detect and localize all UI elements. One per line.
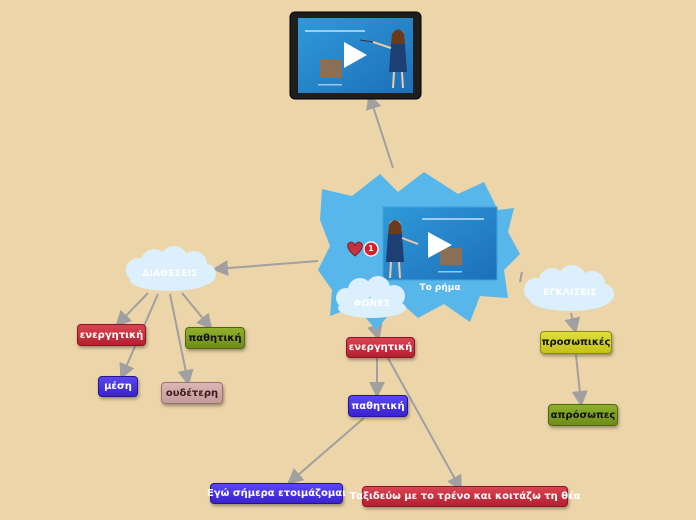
node-prosopikes[interactable]: προσωπικές <box>540 331 612 354</box>
cloud-fones[interactable] <box>336 276 406 318</box>
node-example-pathitiki[interactable]: Εγώ σήμερα ετοιμάζομαι <box>207 483 346 504</box>
connector-diatheseis-energitiki <box>115 292 149 327</box>
connector-diatheseis-pathitiki <box>181 292 213 331</box>
center-title[interactable]: Το ρήμα <box>419 283 461 293</box>
node-oudeteri[interactable]: ουδέτερη <box>161 382 223 404</box>
cloud-diatheseis[interactable] <box>126 246 216 291</box>
connector-energitiki-example <box>387 357 462 492</box>
teacher-figure <box>386 220 419 279</box>
connector-center-video <box>366 93 394 169</box>
play-icon[interactable] <box>344 42 367 68</box>
node-pathitiki-diathesi[interactable]: παθητική <box>185 327 245 349</box>
thumbnail-image <box>320 60 342 78</box>
like-count-badge <box>363 241 379 257</box>
node-pathitiki-foni[interactable]: παθητική <box>348 395 408 417</box>
connector-prosopikes-aprosopes <box>571 354 588 407</box>
node-aprosopes[interactable]: απρόσωπες <box>548 404 618 426</box>
cloud-label-diatheseis: ΔΙΑΘΕΣΕΙΣ <box>142 269 198 279</box>
heart-icon[interactable] <box>347 241 363 257</box>
teacher-figure <box>359 29 407 89</box>
top-video-tablet[interactable] <box>289 11 422 100</box>
connector-center-diatheseis <box>212 260 319 277</box>
cloud-label-egkliseis: ΕΓΚΛΙΣΕΙΣ <box>543 288 597 298</box>
center-video-thumbnail[interactable] <box>382 206 498 281</box>
node-energitiki-foni[interactable]: ενεργητική <box>346 337 415 358</box>
node-mesi[interactable]: μέση <box>98 376 138 397</box>
cloud-egkliseis[interactable] <box>524 265 614 311</box>
node-example-energitiki[interactable]: Ταξιδεύω με το τρένο και κοιτάζω τη θέα <box>349 486 581 507</box>
thumbnail-image <box>440 248 462 265</box>
connector-diatheseis-oudeteri <box>169 293 194 386</box>
connector-egkliseis-prosopikes <box>564 312 581 334</box>
play-icon[interactable] <box>428 232 452 258</box>
like-count: 1 <box>368 244 374 253</box>
cloud-label-fones: ΦΩΝΕΣ <box>353 299 391 309</box>
connector-pathitiki-example <box>286 417 365 485</box>
node-energitiki-diathesi[interactable]: ενεργητική <box>77 324 146 346</box>
connector-center-egkliseis <box>519 271 523 283</box>
